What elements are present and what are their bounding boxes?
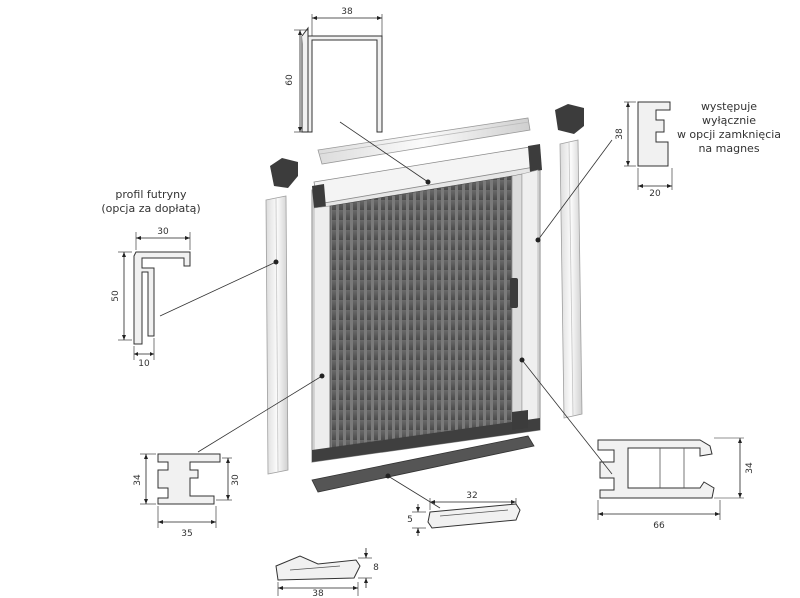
bottom-profile-section: 32 5 — [407, 491, 521, 536]
top-profile-width: 38 — [341, 7, 353, 17]
frame-profile-label: profil futryny (opcja za dopłatą) — [101, 188, 201, 215]
bottom-profile-width: 32 — [466, 491, 477, 501]
side-profile-height: 34 — [133, 474, 143, 486]
frame-profile-height: 50 — [111, 290, 121, 302]
magnet-profile-width: 20 — [649, 189, 661, 199]
track-profile-height: 8 — [373, 563, 379, 573]
side-profile-width: 35 — [181, 529, 192, 539]
right-profile-width: 66 — [653, 521, 665, 531]
frame-profile-width: 30 — [157, 227, 169, 237]
magnet-profile-height: 38 — [615, 128, 625, 140]
track-profile-section: 8 38 — [275, 548, 379, 598]
magnet-note-label: występuje wyłącznie w opcji zamknięcia n… — [676, 100, 782, 155]
right-profile-height: 34 — [745, 462, 755, 474]
magnet-profile-section: 38 20 — [615, 101, 673, 199]
leader-lines — [159, 121, 613, 509]
right-jamb-rail — [559, 139, 583, 419]
bottom-profile-height: 5 — [407, 515, 413, 525]
top-profile-height: 60 — [285, 74, 295, 86]
side-profile-section: 34 30 35 — [133, 453, 241, 539]
bottom-track — [311, 435, 535, 493]
frame-profile-lip: 10 — [138, 359, 150, 369]
track-profile-width: 38 — [312, 589, 324, 598]
screen-assembly — [311, 144, 542, 463]
end-caps — [270, 104, 584, 188]
side-profile-inner: 30 — [231, 474, 241, 486]
left-jamb-rail — [265, 195, 289, 475]
top-cover-rail — [317, 117, 531, 165]
top-profile-section: 38 60 — [285, 7, 383, 133]
frame-profile-section: 30 50 10 — [111, 227, 191, 369]
right-profile-section: 34 66 — [597, 437, 755, 531]
